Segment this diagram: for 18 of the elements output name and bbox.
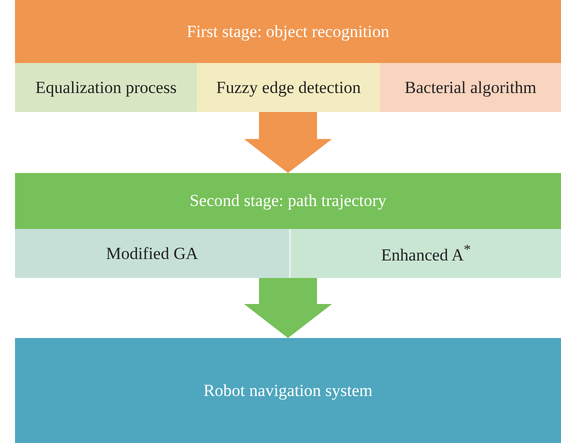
step-label: Modified GA (106, 242, 198, 264)
stage-title: Second stage: path trajectory (190, 190, 386, 212)
step-box (289, 229, 561, 278)
step-box (15, 63, 197, 112)
step-label: Enhanced A$^{*}$ (381, 242, 471, 266)
step-box (380, 63, 561, 112)
stage-title: First stage: object recognition (186, 20, 390, 42)
step-label: Bacterial algorithm (404, 76, 536, 98)
block-arrow (244, 112, 332, 173)
step-box (197, 63, 380, 112)
step-box (15, 229, 289, 278)
block-arrow (244, 278, 332, 338)
stage-band (15, 173, 561, 278)
step-label: Fuzzy edge detection (216, 76, 361, 98)
stage-band (15, 338, 561, 443)
stage-band (15, 0, 561, 112)
stage-title: Robot navigation system (203, 380, 373, 402)
step-label: Equalization process (35, 76, 177, 98)
